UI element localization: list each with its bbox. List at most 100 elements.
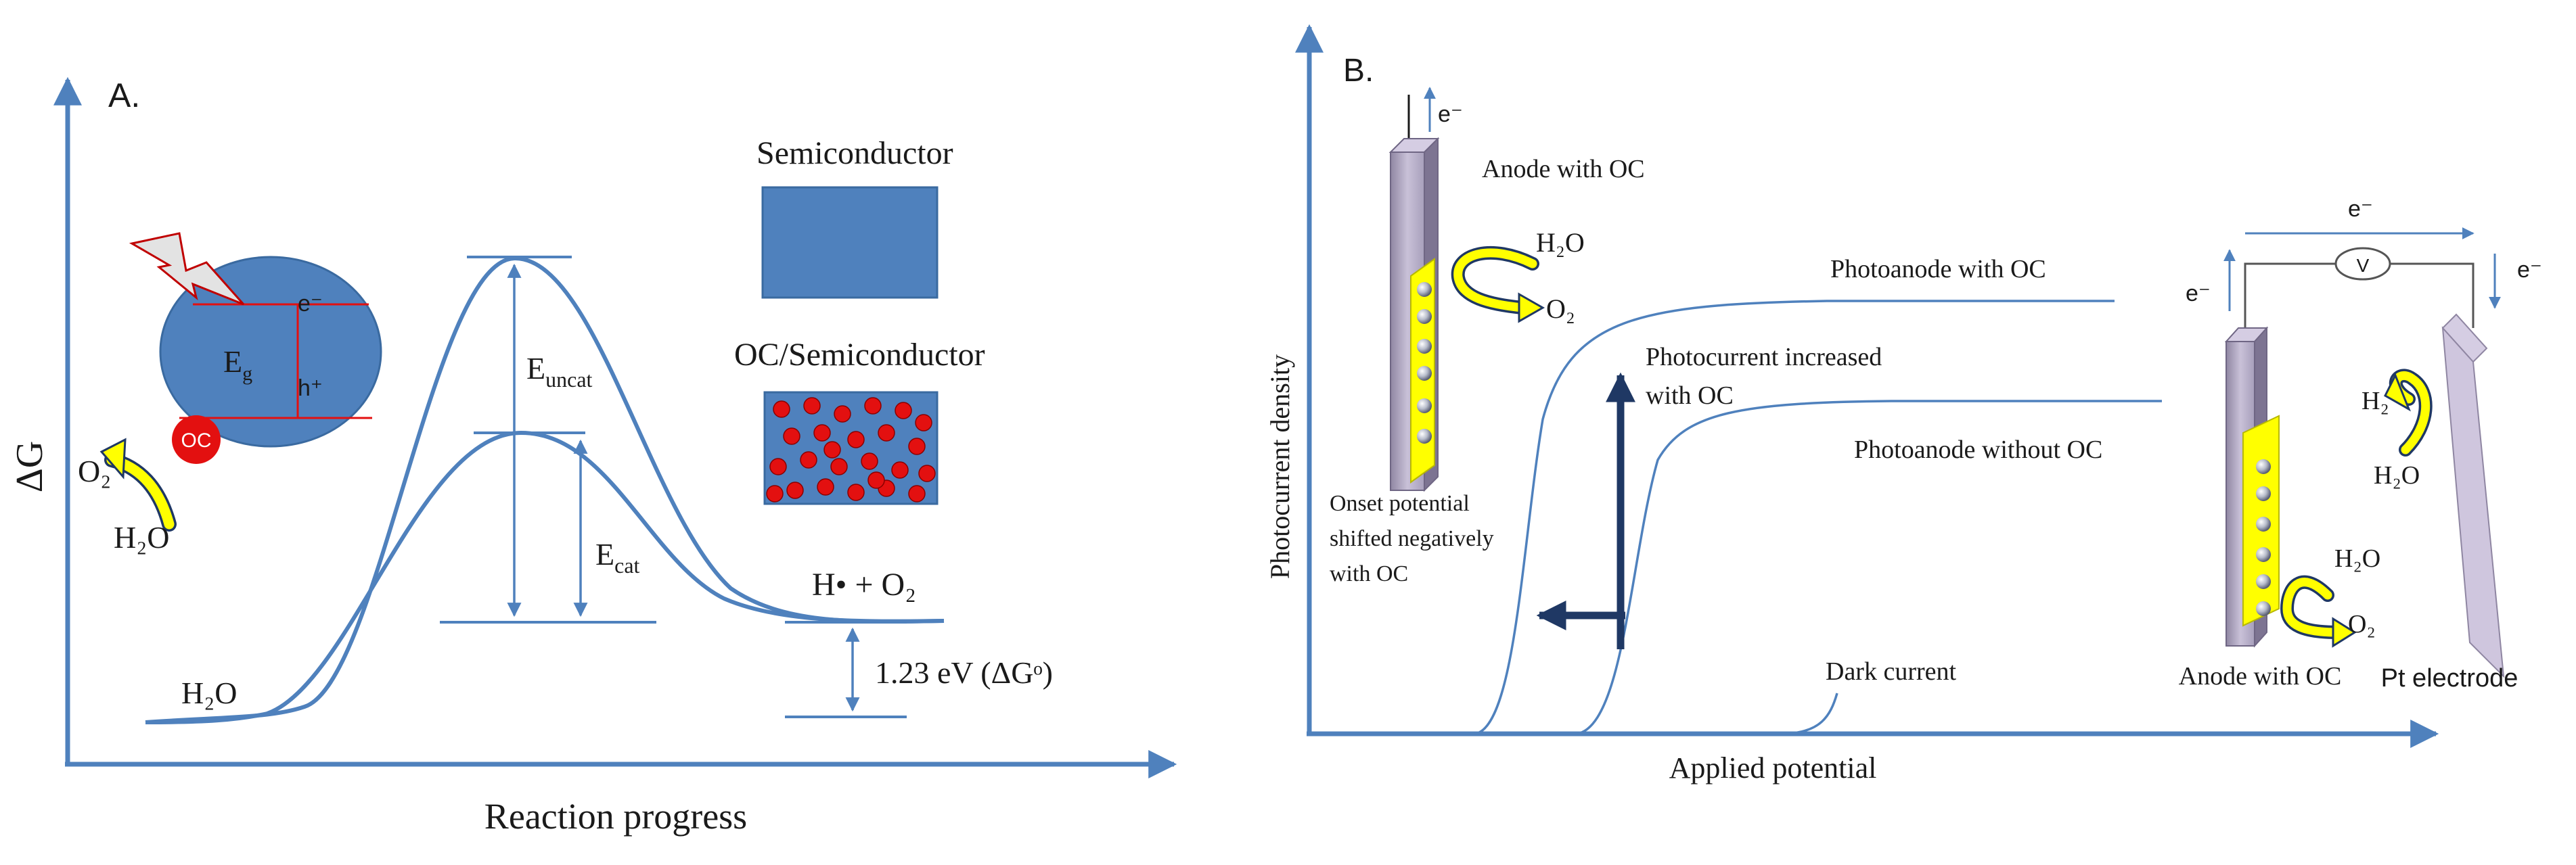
left-electron-label: e⁻ [1438, 101, 1463, 127]
co-catalyst-dot [786, 482, 804, 499]
label-dark-current: Dark current [1826, 657, 1957, 686]
co-catalyst-dot [867, 471, 885, 489]
catalyst-particle [2256, 486, 2271, 501]
pt-electrode-plate [2441, 326, 2505, 678]
left-o2-label: O₂ [1546, 294, 1575, 324]
catalyst-particle [2256, 547, 2271, 562]
cell-o2-label: O₂ [2348, 610, 2376, 638]
catalyst-particle [2256, 459, 2271, 474]
cell-h2-label: H₂ [2362, 387, 2389, 415]
o2-product-label: O₂ [78, 454, 111, 488]
hole-label: h⁺ [298, 375, 323, 401]
left-oxidation-arrow-body [1453, 248, 1537, 312]
dark-current-curve [1786, 693, 1838, 735]
co-catalyst-dot [773, 400, 790, 418]
label-onset-line1: Onset potential [1330, 491, 1470, 516]
cell-electron-left: e⁻ [2186, 281, 2211, 306]
co-catalyst-dot [864, 397, 882, 415]
oc-label: OC [181, 429, 212, 452]
left-anode-title: Anode with OC [1482, 155, 1645, 183]
reduction-arrow-head [2384, 373, 2411, 412]
voltmeter-icon [2334, 247, 2391, 281]
left-oxidation-arrow-head [1518, 292, 1545, 323]
semiconductor-swatch [761, 186, 939, 299]
co-catalyst-dot [908, 438, 926, 455]
circuit-wire-left [2244, 262, 2336, 328]
catalyst-particle [1417, 429, 1432, 444]
co-catalyst-dot [834, 405, 851, 423]
light-bolt-icon [129, 232, 245, 306]
cell-electron-right: e⁻ [2517, 257, 2542, 283]
co-catalyst-dot [783, 427, 800, 445]
voltmeter-label: V [2357, 255, 2370, 276]
cell-oxidation-arrow-body [2282, 578, 2343, 637]
band-gap-label: Eg [223, 344, 252, 385]
panel-b: B. Photocurrent density Applied potentia… [1265, 24, 2542, 785]
photoelectrochemical-cell: V e⁻ e⁻ e⁻ H₂O O₂ H₂ H₂O Anode with [2179, 196, 2542, 693]
panel-a-label: A. [108, 76, 140, 114]
co-catalyst-dot [817, 478, 834, 496]
e-cat-label: Ecat [595, 537, 640, 578]
semiconductor-legend-label: Semiconductor [756, 135, 953, 171]
co-catalyst-dot [918, 465, 936, 482]
catalyst-particle [1417, 366, 1432, 381]
cell-h2o-cathode: H₂O [2374, 461, 2420, 490]
curve-without-oc [1576, 400, 2162, 735]
photocurrent-axis-label: Photocurrent density [1265, 354, 1295, 579]
label-photoanode-with-oc: Photoanode with OC [1830, 255, 2046, 283]
catalyst-particle [1417, 339, 1432, 354]
oc-semiconductor-legend-label: OC/Semiconductor [734, 337, 985, 373]
delta-g-axis-label: ΔG [9, 441, 51, 492]
label-onset-line2: shifted negatively [1330, 526, 1494, 551]
curve-with-oc [1474, 300, 2115, 735]
electron-label: e⁻ [298, 291, 323, 317]
catalyst-particle [2256, 574, 2271, 589]
semiconductor-particle: e⁻ h⁺ Eg OC O₂ H₂O [78, 232, 382, 555]
h2o-reactant-label: H₂O [114, 520, 169, 555]
co-catalyst-dot [908, 485, 926, 502]
catalyst-particle [2256, 601, 2271, 616]
label-onset-line3: with OC [1330, 561, 1408, 586]
panel-a: A. ΔG Reaction progress Euncat Ecat H• +… [9, 76, 1177, 837]
co-catalyst-dot [769, 458, 787, 475]
label-photocurrent-increased-line1: Photocurrent increased [1646, 343, 1882, 371]
cell-electron-top: e⁻ [2348, 196, 2373, 222]
applied-potential-label: Applied potential [1669, 751, 1877, 785]
reaction-progress-label: Reaction progress [484, 796, 747, 837]
circuit-wire-right [2390, 262, 2475, 328]
cell-cathode-label: Pt electrode [2381, 664, 2518, 693]
co-catalyst-dot [847, 484, 865, 501]
e-uncat-label: Euncat [526, 351, 593, 392]
catalyst-particle [1417, 309, 1432, 324]
oc-site [172, 415, 221, 464]
catalyst-particles-right [2256, 459, 2271, 616]
co-catalyst-dot [766, 485, 784, 502]
co-catalyst-dot [813, 424, 831, 442]
label-photoanode-without-oc: Photoanode without OC [1854, 436, 2102, 464]
reactant-label: H₂O [181, 676, 237, 710]
left-anode-illustration: e⁻ Anode with OC H₂O O₂ [1388, 87, 1645, 492]
catalyst-particle [2256, 517, 2271, 532]
co-catalyst-dot [915, 414, 932, 431]
co-catalyst-dot [891, 461, 909, 479]
uncatalyzed-energy-curve [145, 256, 945, 724]
label-photocurrent-increased-line2: with OC [1646, 381, 1734, 410]
left-h2o-label: H₂O [1536, 227, 1585, 258]
cell-anode-label: Anode with OC [2179, 662, 2342, 691]
catalyst-particles-left [1417, 282, 1432, 444]
co-catalyst-dot [823, 441, 841, 459]
product-label: H• + O₂ [812, 567, 916, 603]
co-catalyst-dot [830, 458, 848, 475]
co-catalyst-dot [861, 452, 878, 470]
co-catalyst-dots [766, 397, 936, 502]
cell-h2o-anode: H₂O [2334, 544, 2380, 573]
energy-gap-label: 1.23 eV (ΔGᵒ) [875, 655, 1053, 690]
co-catalyst-dot [847, 431, 865, 448]
co-catalyst-dot [878, 424, 895, 442]
catalyst-particle [1417, 282, 1432, 297]
co-catalyst-dot [895, 402, 912, 419]
panel-b-label: B. [1343, 53, 1374, 89]
catalyst-particle [1417, 398, 1432, 413]
cell-oxidation-arrow-head [2332, 617, 2357, 648]
